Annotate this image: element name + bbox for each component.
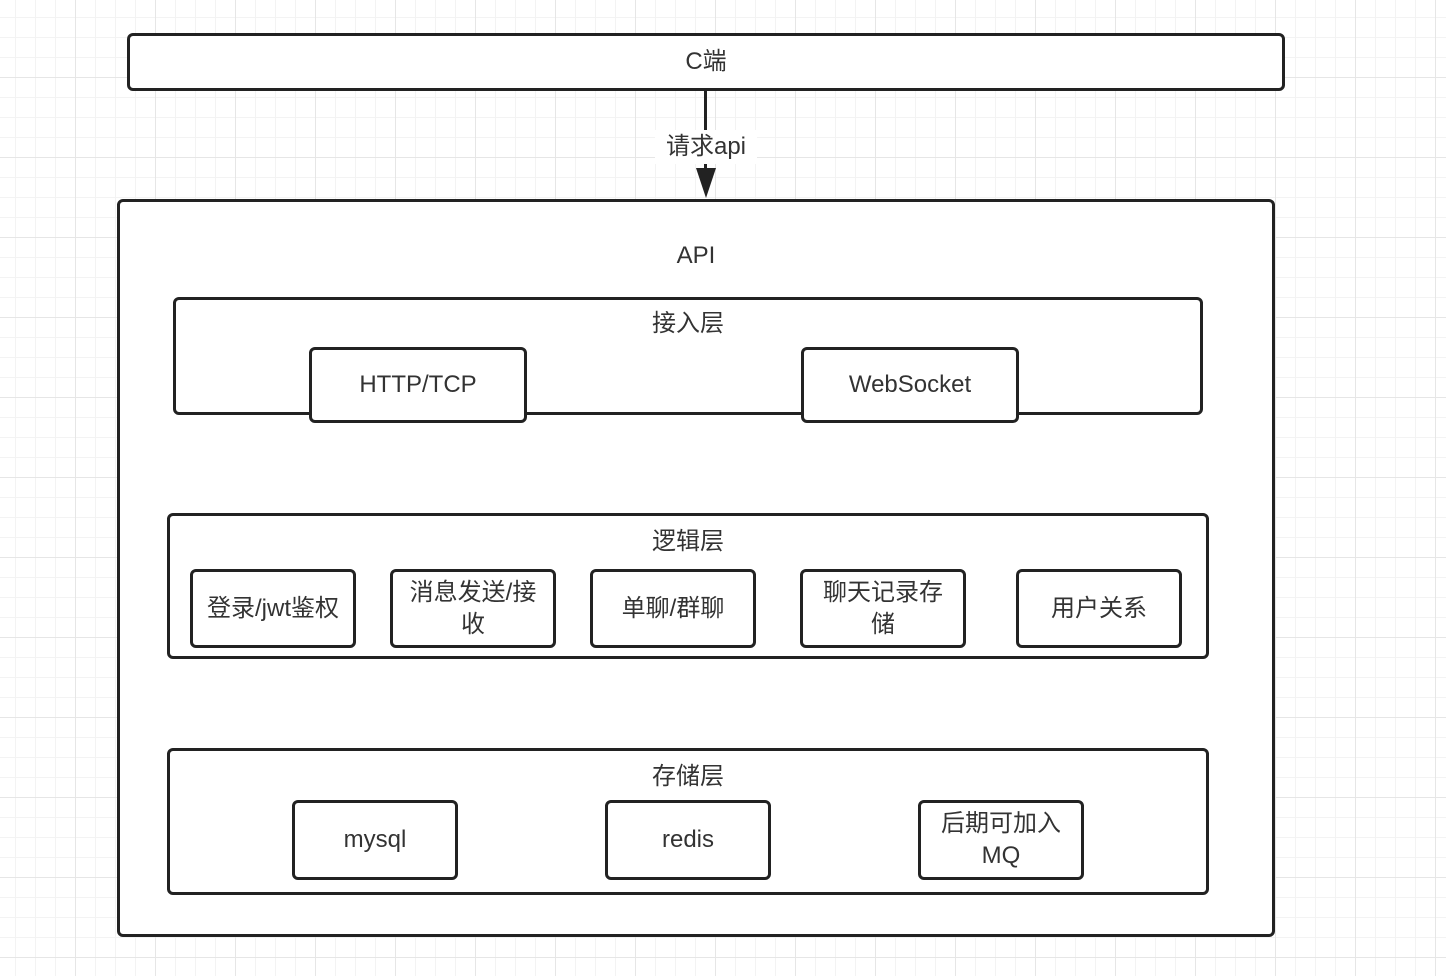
access-layer-title: 接入层 xyxy=(652,310,724,337)
node-label: 后期可加入MQ xyxy=(941,810,1061,869)
access-node-http-tcp[interactable]: HTTP/TCP xyxy=(309,347,527,423)
client-label: C端 xyxy=(685,48,727,75)
storage-layer-title: 存储层 xyxy=(652,763,724,790)
logic-node-login-jwt[interactable]: 登录/jwt鉴权 xyxy=(190,569,356,648)
logic-node-single-group-chat[interactable]: 单聊/群聊 xyxy=(590,569,756,648)
request-arrow-head xyxy=(696,168,716,198)
storage-node-mq[interactable]: 后期可加入MQ xyxy=(918,800,1084,880)
node-label: 登录/jwt鉴权 xyxy=(207,594,339,622)
client-node[interactable]: C端 xyxy=(127,33,1285,91)
storage-node-redis[interactable]: redis xyxy=(605,800,771,880)
node-label: 消息发送/接收 xyxy=(409,578,537,638)
api-title: API xyxy=(676,242,716,269)
logic-node-message-send-receive[interactable]: 消息发送/接收 xyxy=(390,569,556,648)
node-label: 单聊/群聊 xyxy=(621,594,725,622)
storage-node-mysql[interactable]: mysql xyxy=(292,800,458,880)
logic-node-chat-history-storage[interactable]: 聊天记录存储 xyxy=(800,569,966,648)
request-arrow-label: 请求api xyxy=(655,130,757,164)
node-label: 聊天记录存储 xyxy=(823,578,943,638)
node-label: redis xyxy=(661,826,715,853)
logic-node-user-relationship[interactable]: 用户关系 xyxy=(1016,569,1182,648)
logic-layer-title: 逻辑层 xyxy=(652,528,724,555)
node-label: 用户关系 xyxy=(1051,594,1147,622)
node-label: WebSocket xyxy=(848,371,972,398)
node-label: HTTP/TCP xyxy=(359,371,477,398)
node-label: mysql xyxy=(343,826,407,853)
access-node-websocket[interactable]: WebSocket xyxy=(801,347,1019,423)
